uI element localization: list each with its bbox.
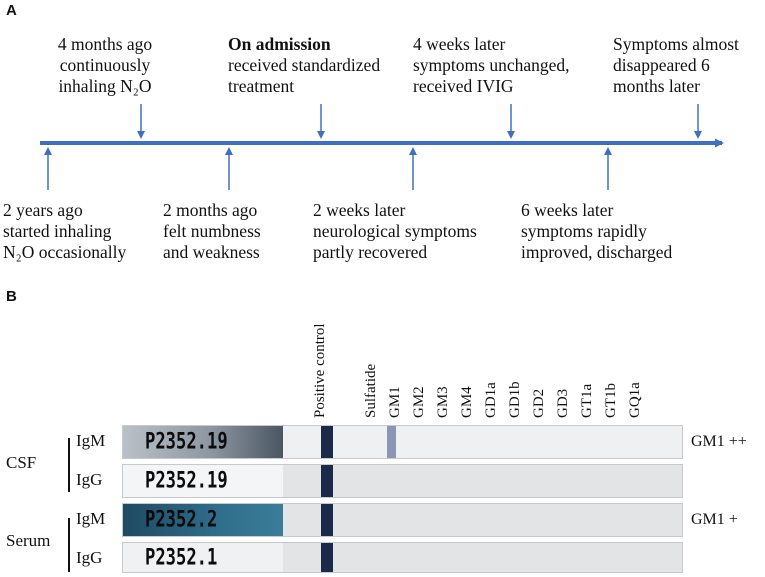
blot-strip-csf-igg: P2352.19 [122,464,683,498]
event-2-years-ago: 2 years ago started inhaling N₂O occasio… [3,200,127,262]
panel-b-label: B [6,288,17,305]
strip-tag: P2352.19 [123,465,283,497]
group-label-csf: CSF [6,453,37,472]
blot-strip-serum-igg: P2352.1 [122,542,683,573]
antigen-label: GM1 [387,386,403,418]
antigen-label: GM4 [459,386,475,418]
isotype-label: IgG [76,548,103,567]
group-label-serum: Serum [6,531,51,550]
strip-tag: P2352.1 [123,543,283,572]
antigen-label: GM3 [435,386,451,418]
strip-tag: P2352.19 [123,426,283,458]
panel-a-label: A [6,2,17,19]
csf-bracket [68,438,70,492]
isotype-label: IgM [76,431,106,450]
antigen-label: GD1a [483,382,499,418]
gm1-band [387,426,396,458]
antigen-label: GT1b [603,383,619,418]
event-2-months-ago: 2 months ago felt numbness and weakness [163,200,261,262]
serum-bracket [68,518,70,572]
result-serum-igm: GM1 + [691,511,738,528]
strip-tag: P2352.2 [123,504,283,536]
timeline [40,104,724,190]
antigen-label: Positive control [312,323,328,418]
positive-control-band [321,465,333,497]
event-4-weeks-later: 4 weeks later symptoms unchanged, receiv… [413,34,570,96]
positive-control-band [321,426,333,458]
positive-control-band [321,504,333,536]
event-6-months-later: Symptoms almost disappeared 6 months lat… [613,34,739,96]
event-6-weeks-later: 6 weeks later symptoms rapidly improved,… [521,200,673,262]
antigen-label: GM2 [411,386,427,418]
antigen-label: GD2 [531,388,547,418]
antigen-label: GT1a [579,383,595,418]
isotype-label: IgG [76,470,103,489]
event-4-months-ago: 4 months ago continuously inhaling N₂O [57,34,153,96]
event-2-weeks-later: 2 weeks later neurological symptoms part… [313,200,477,262]
result-csf-igm: GM1 ++ [691,433,747,450]
isotype-label: IgM [76,509,106,528]
positive-control-band [321,543,333,572]
antigen-label: GD3 [555,388,571,418]
blot-strip-serum-igm: P2352.2 [122,503,683,537]
antigen-label: Sulfatide [363,363,379,418]
antigen-label: GQ1a [627,382,643,418]
antigen-label: GD1b [507,381,523,418]
blot-strip-csf-igm: P2352.19 [122,425,683,459]
event-on-admission: On admission received standardized treat… [228,34,381,96]
